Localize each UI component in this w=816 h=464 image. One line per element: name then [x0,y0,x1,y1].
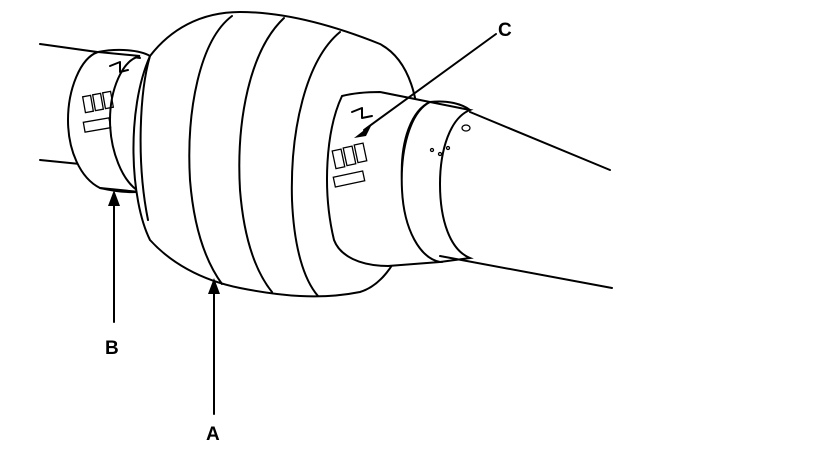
arrowhead-a [208,278,220,294]
leader-lines [108,33,497,415]
label-c: C [498,20,512,41]
label-a: A [206,424,220,445]
label-b: B [105,338,119,359]
right-shaft [400,100,613,289]
arrowhead-b [108,190,120,206]
clamp-band-b [66,48,151,194]
leader-c [363,33,497,131]
arrowhead-c [354,124,372,138]
